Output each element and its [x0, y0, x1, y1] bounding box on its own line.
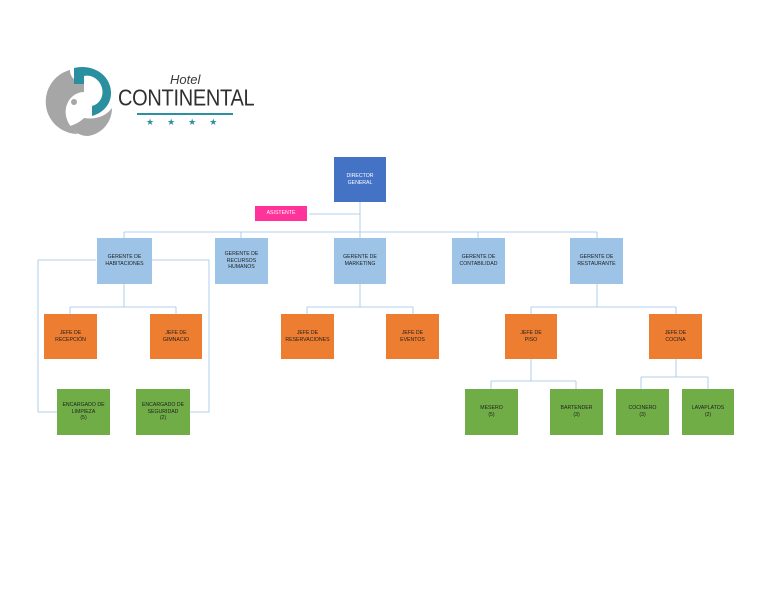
- org-node-staff-cook: COCINERO (3): [616, 389, 669, 435]
- org-node-director: DIRECTOR GENERAL: [334, 157, 386, 202]
- logo-name-text: CONTINENTAL: [118, 86, 255, 112]
- org-node-chief-reservations: JEFE DE RESERVACIONES: [281, 314, 334, 359]
- org-node-staff-bartender: BARTENDER (3): [550, 389, 603, 435]
- org-node-manager-marketing: GERENTE DE MARKETING: [334, 238, 386, 284]
- org-node-manager-rooms: GERENTE DE HABITACIONES: [97, 238, 152, 284]
- org-node-staff-cleaning: ENCARGADO DE LIMPIEZA (5): [57, 389, 110, 435]
- org-node-staff-dishwasher: LAVAPLATOS (2): [682, 389, 734, 435]
- org-node-manager-hr: GERENTE DE RECURSOS HUMANOS: [215, 238, 268, 284]
- org-node-manager-accounting: GERENTE DE CONTABILIDAD: [452, 238, 505, 284]
- hotel-logo: [40, 62, 260, 142]
- org-node-assistant: ASISTENTE: [255, 206, 307, 221]
- org-node-chief-gym: JEFE DE GIMNACIO: [150, 314, 202, 359]
- org-node-staff-waiter: MESERO (5): [465, 389, 518, 435]
- logo-underline: [137, 113, 233, 115]
- org-node-staff-security: ENCARGADO DE SEGURIDAD (2): [136, 389, 190, 435]
- org-node-chief-events: JEFE DE EVENTOS: [386, 314, 439, 359]
- org-node-manager-restaurant: GERENTE DE RESTAURANTE: [570, 238, 623, 284]
- org-node-chief-reception: JEFE DE RECEPCIÓN: [44, 314, 97, 359]
- logo-hotel-text: Hotel: [170, 72, 201, 87]
- org-node-chief-floor: JEFE DE PISO: [505, 314, 557, 359]
- logo-stars: ★★★★: [146, 117, 231, 127]
- logo-emblem-icon: [45, 66, 112, 136]
- org-node-chief-kitchen: JEFE DE COCINA: [649, 314, 702, 359]
